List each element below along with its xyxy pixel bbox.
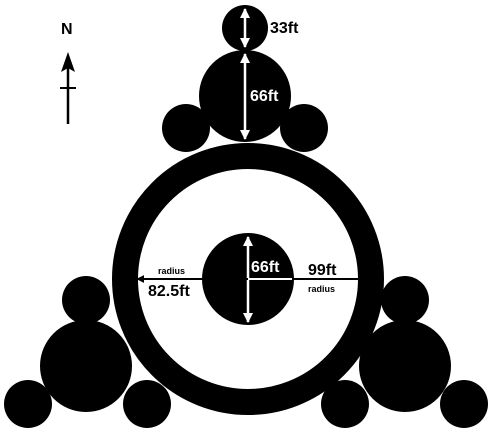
bottom-left-upper-small-circle: [62, 276, 110, 324]
center-circle-dimension-label: 66ft: [251, 259, 280, 276]
bottom-right-outer-small-circle: [440, 380, 488, 428]
bottom-left-large-circle: [40, 320, 132, 412]
top-right-small-circle: [280, 104, 328, 152]
inner-radius-caption: radius: [158, 266, 185, 276]
top-left-small-circle: [162, 104, 210, 152]
outer-radius-caption: radius: [308, 284, 335, 294]
outer-radius-label: 99ft: [308, 262, 337, 279]
north-arrow-icon: [60, 52, 76, 124]
small-circle-dimension-label: 33ft: [270, 20, 299, 37]
bottom-left-outer-small-circle: [4, 380, 52, 428]
medium-circle-dimension-label: 66ft: [250, 88, 279, 105]
inner-radius-label: 82.5ft: [148, 283, 190, 300]
bottom-right-large-circle: [359, 320, 451, 412]
bottom-left-inner-small-circle: [123, 380, 171, 428]
north-label: N: [61, 21, 73, 38]
bottom-right-inner-small-circle: [321, 380, 369, 428]
bottom-right-upper-small-circle: [381, 276, 429, 324]
